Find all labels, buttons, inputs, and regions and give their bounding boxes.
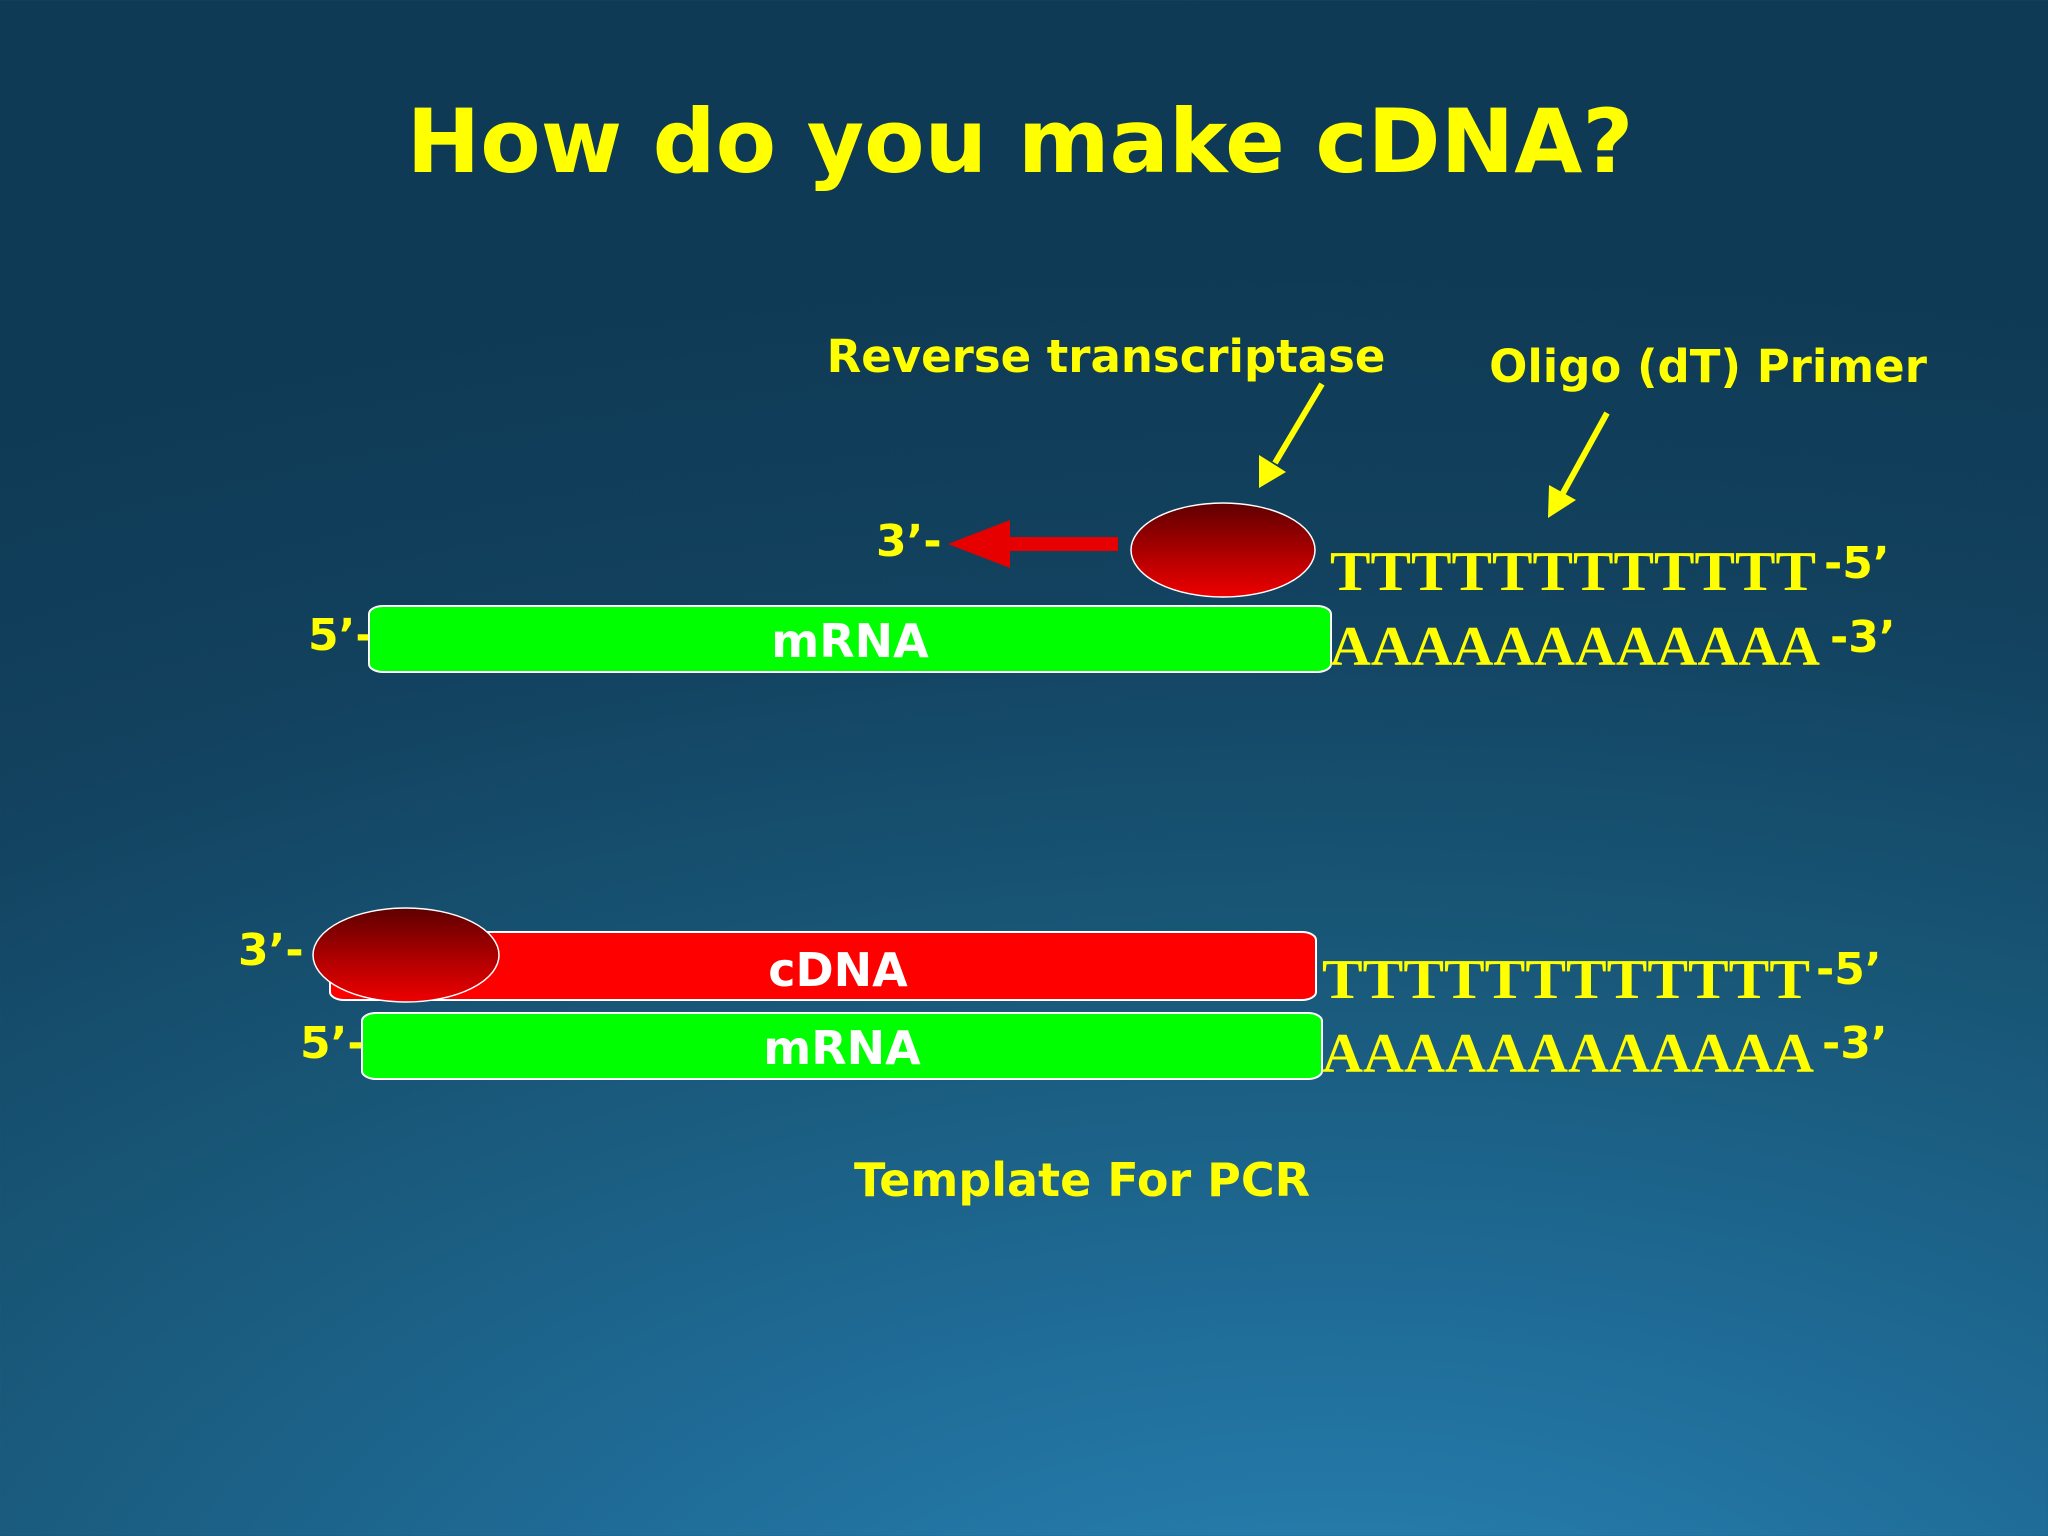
polya-tail-sequence: AAAAAAAAAAAA [1330,616,1821,678]
primer-5prime-end-label-2: -5’ [1816,944,1882,995]
mrna-strand-label-2: mRNA [763,1021,921,1075]
step2-group: 3’- cDNA 5’- mRNA TTTTTTTTTTTT -5’ AAAAA… [238,907,1888,1085]
cdna-strand-label: cDNA [768,943,908,997]
oligo-dt-primer-sequence-2: TTTTTTTTTTTT [1322,949,1810,1011]
synthesis-3prime-end-label: 3’- [876,516,942,567]
mrna-strand-label: mRNA [771,614,929,668]
oligo-dt-primer-sequence: TTTTTTTTTTTT [1330,541,1816,603]
primer-5prime-end-label: -5’ [1824,538,1890,589]
mrna-5prime-end-label-2: 5’- [300,1018,366,1069]
synthesis-direction-arrow [948,520,1118,568]
polya-3prime-end-label: -3’ [1830,612,1896,663]
polya-tail-sequence-2: AAAAAAAAAAAA [1322,1023,1815,1085]
reverse-transcriptase-enzyme-end [312,907,500,1003]
mrna-strand-bar [368,605,1332,673]
mrna-strand-bar-2 [361,1012,1323,1080]
mrna-5prime-end-label: 5’- [308,610,374,661]
polya-3prime-end-label-2: -3’ [1822,1018,1888,1069]
step1-group: 3’- 5’- mRNA TTTTTTTTTTTT -5’ AAAAAAAAAA… [308,502,1896,678]
oligo-dt-primer-label: Oligo (dT) Primer [1489,340,1928,393]
reverse-transcriptase-pointer-arrow [1259,382,1325,488]
cdna-3prime-end-label: 3’- [238,925,304,976]
oligo-dt-pointer-arrow [1548,411,1610,518]
template-for-pcr-label: Template For PCR [854,1153,1310,1207]
page-title: How do you make cDNA? [407,90,1634,193]
reverse-transcriptase-enzyme [1130,502,1316,598]
reverse-transcriptase-label: Reverse transcriptase [827,330,1386,383]
